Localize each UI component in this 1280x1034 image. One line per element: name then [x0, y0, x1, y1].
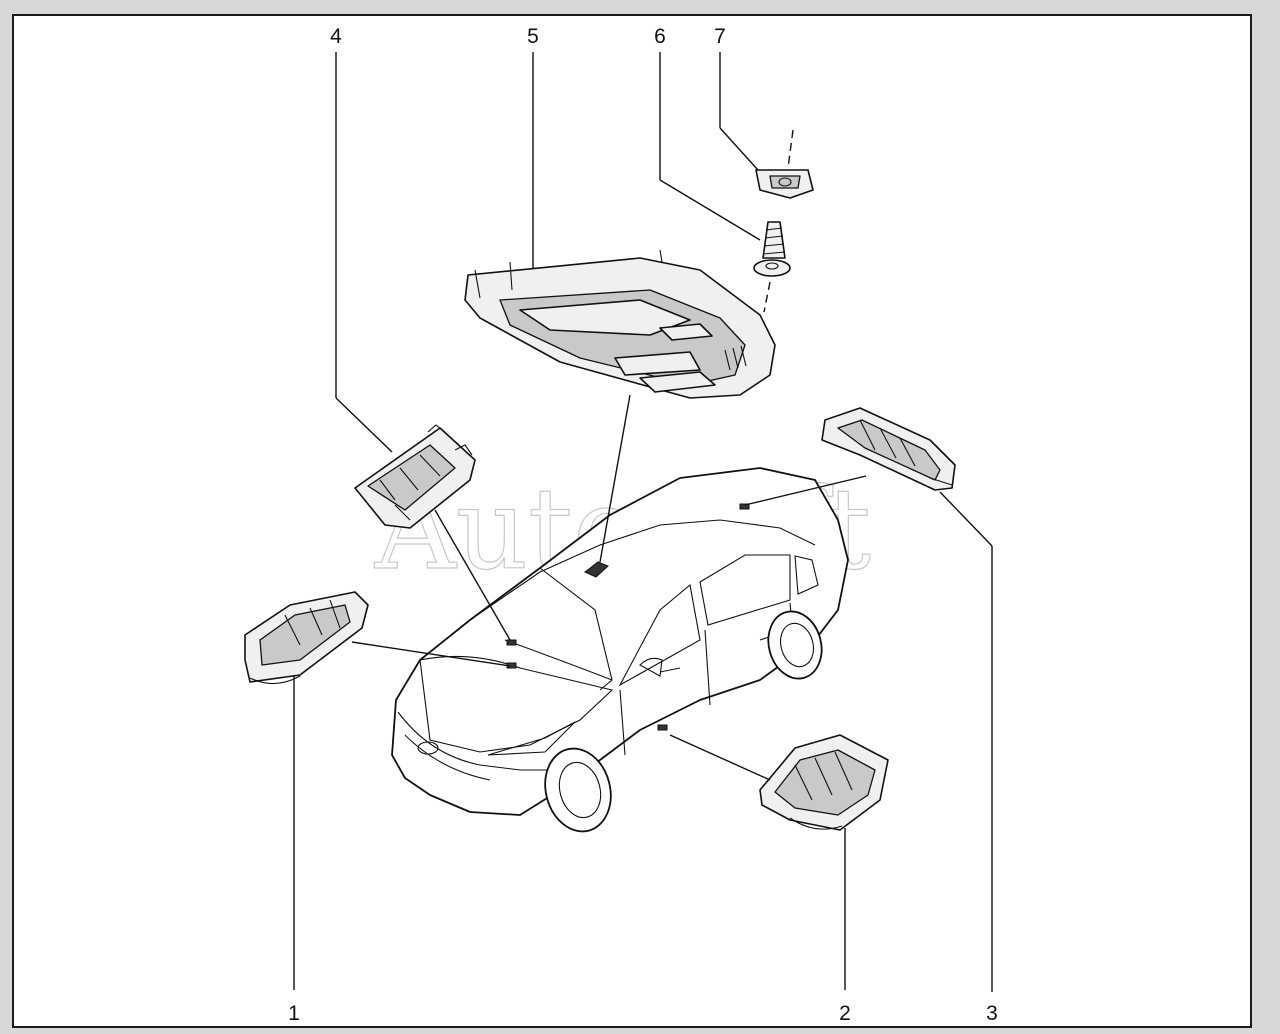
part-7-clip-nut [755, 129, 814, 199]
spot-part-4 [506, 639, 517, 646]
callout-3: 3 [986, 1002, 998, 1025]
part-4-lamp [354, 424, 476, 529]
callout-5: 5 [527, 25, 539, 48]
callout-6: 6 [654, 25, 666, 48]
part-5-overhead-console [464, 249, 776, 399]
roof-lamp-spot [584, 561, 609, 578]
callout-labels: 1 2 3 4 5 6 7 [288, 25, 998, 1025]
spot-part-3 [739, 503, 750, 510]
part-3-lamp [821, 407, 956, 491]
leader-3a [939, 491, 993, 547]
leader-6 [659, 179, 761, 241]
leader-lines [293, 52, 993, 992]
car-body [391, 467, 849, 833]
leader-3b [744, 475, 867, 506]
callout-4: 4 [330, 25, 342, 48]
leader-7 [719, 127, 759, 171]
part-6-screw [753, 221, 791, 313]
leader-4 [335, 397, 393, 453]
leader-1b [351, 641, 511, 667]
spot-part-2 [657, 724, 668, 731]
callout-7: 7 [714, 25, 726, 48]
part-2-lamp [759, 734, 889, 831]
leader-5b [599, 394, 631, 563]
callout-1: 1 [288, 1002, 300, 1025]
callout-2: 2 [839, 1002, 851, 1025]
leader-2b [669, 734, 771, 781]
part-1-lamp [244, 591, 369, 685]
leader-4b [434, 509, 511, 641]
